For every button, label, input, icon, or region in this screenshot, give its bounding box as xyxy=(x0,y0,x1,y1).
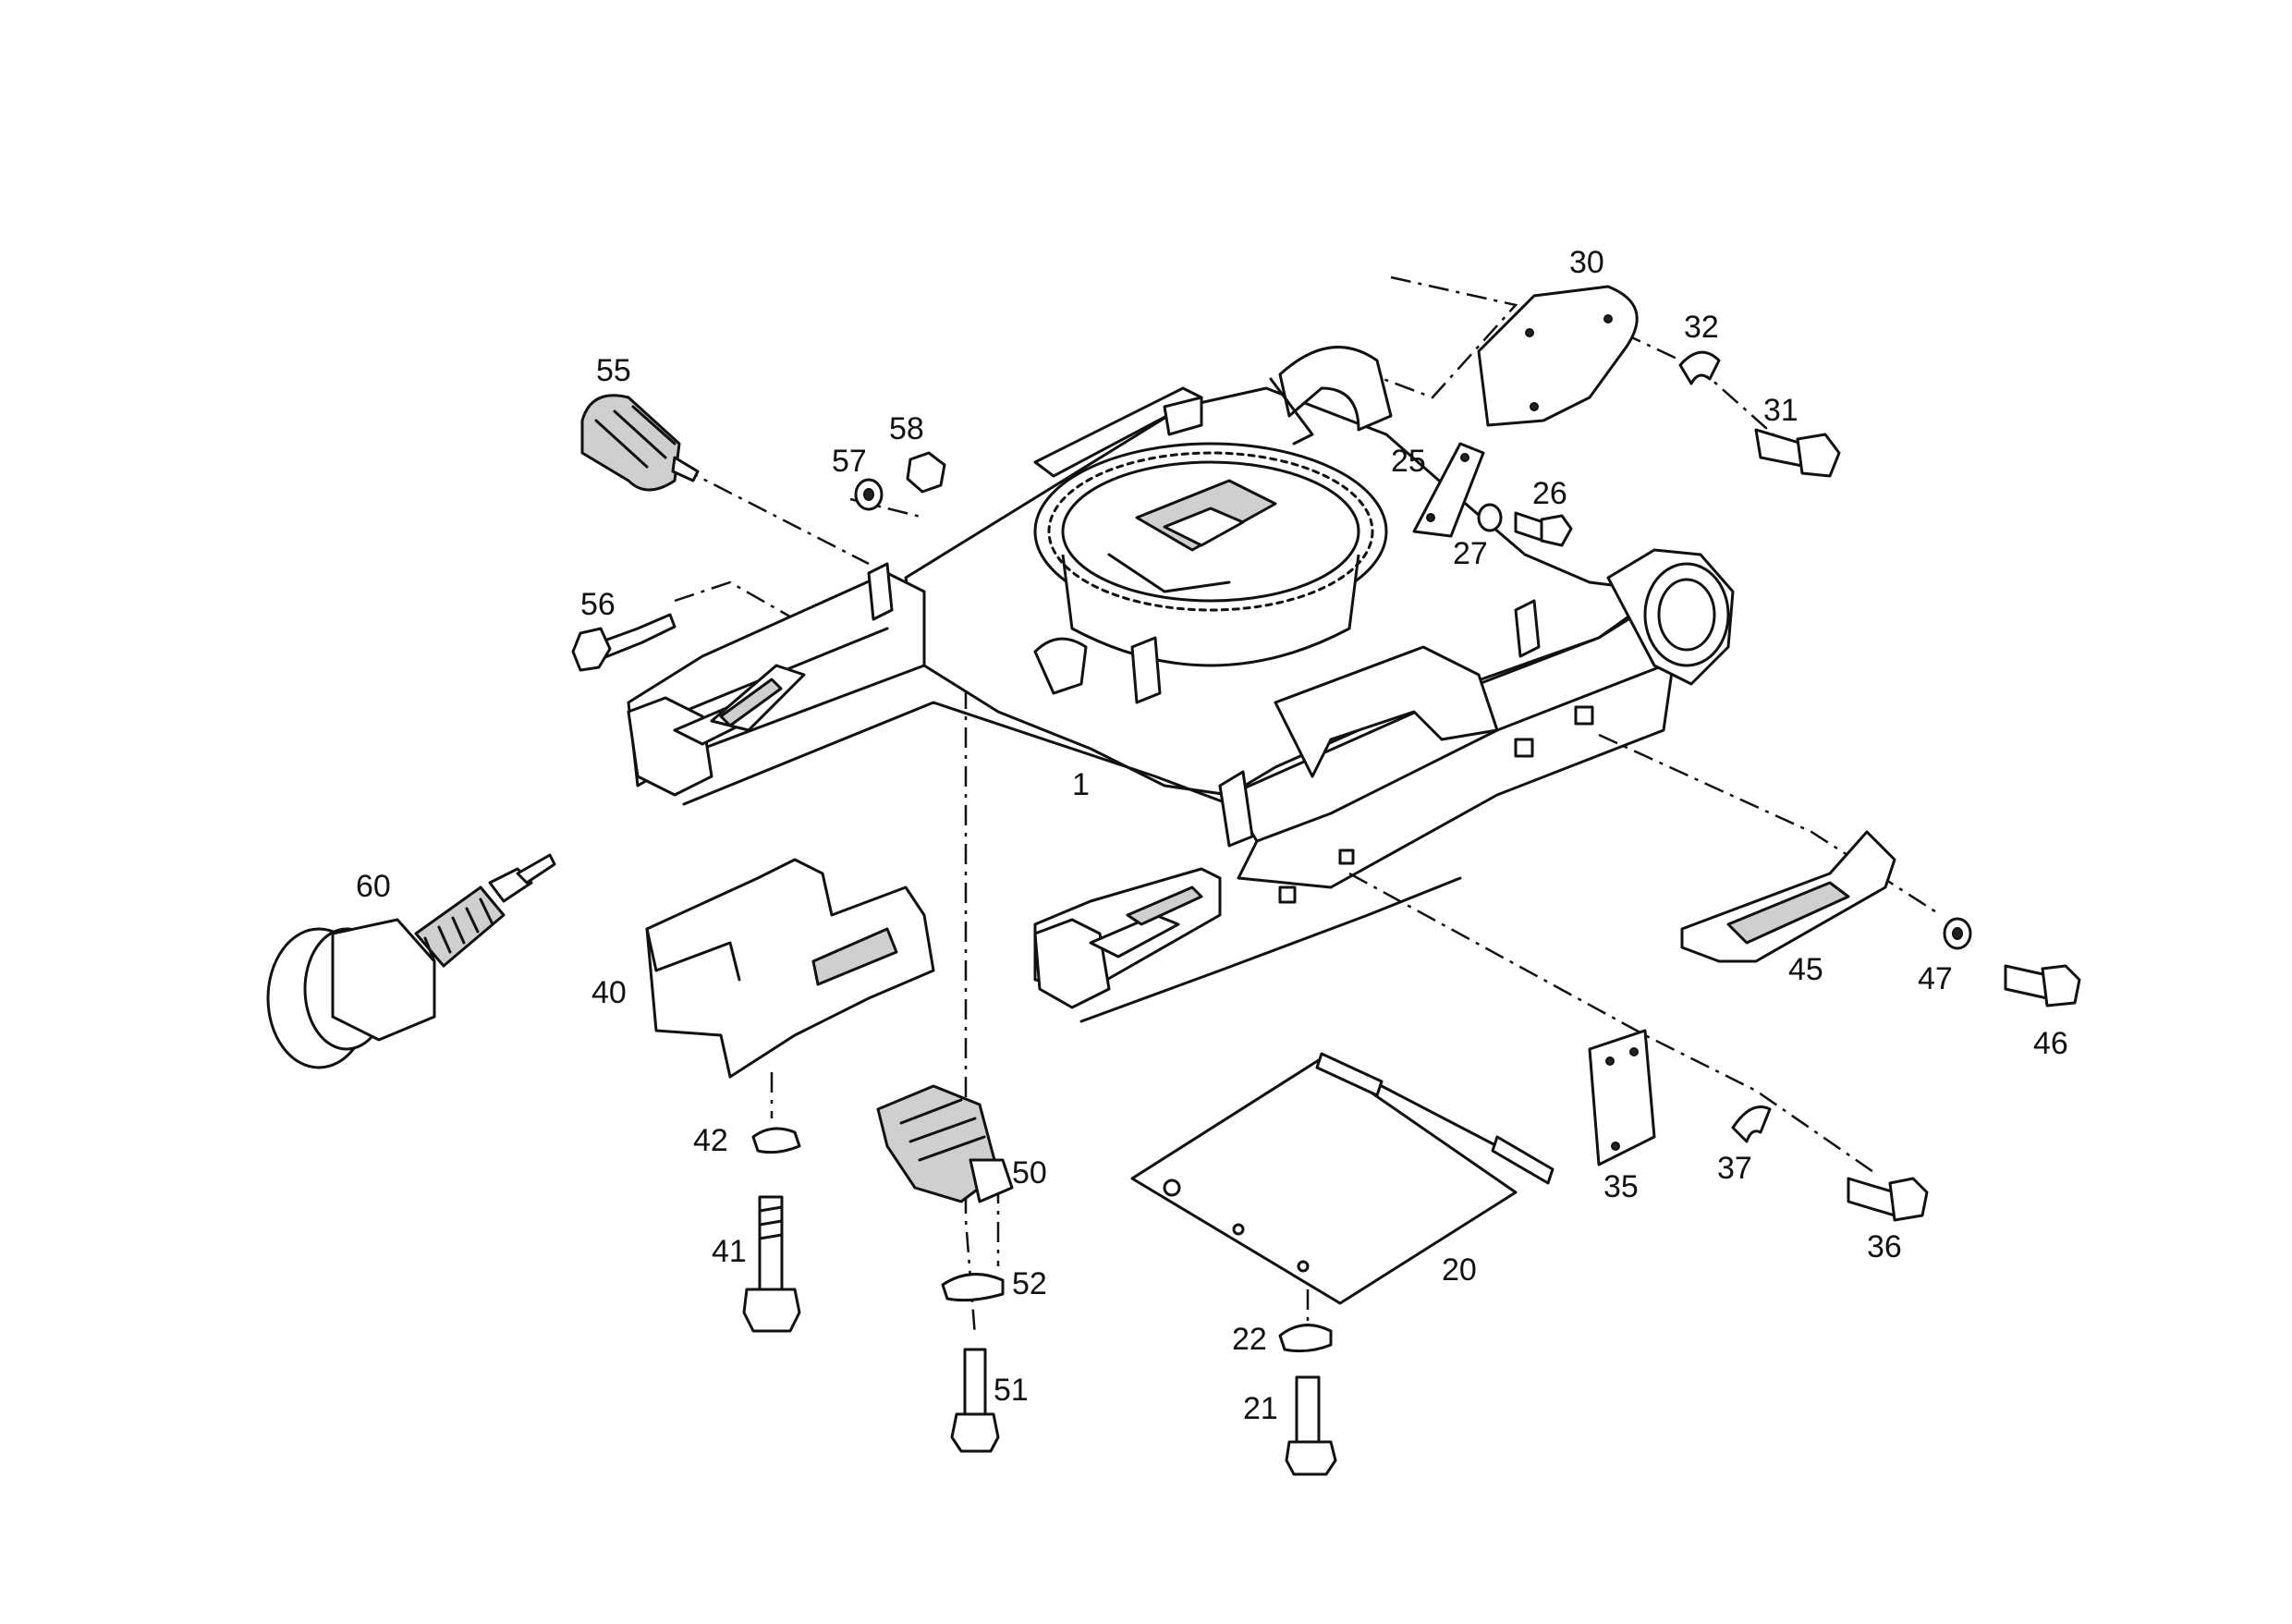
callout-58: 58 xyxy=(889,411,924,446)
callout-52: 52 xyxy=(1012,1266,1047,1301)
callout-37: 37 xyxy=(1717,1151,1752,1186)
lock-washer-37 xyxy=(1731,1105,1772,1143)
lock-washer-52 xyxy=(941,1273,1005,1302)
carrier-roller-50 xyxy=(876,1084,1014,1203)
callout-57: 57 xyxy=(832,444,867,479)
callout-26: 26 xyxy=(1532,476,1567,511)
callout-32: 32 xyxy=(1684,310,1719,345)
track-guide-40 xyxy=(645,858,935,1079)
bottom-plate-20 xyxy=(1130,1052,1554,1305)
track-guard-45 xyxy=(1680,830,1896,963)
washer-27 xyxy=(1477,503,1503,532)
lock-washer-22 xyxy=(1278,1324,1333,1353)
callout-25: 25 xyxy=(1391,444,1426,479)
callout-36: 36 xyxy=(1867,1229,1902,1264)
bellows-boot-55 xyxy=(580,394,700,492)
callout-35: 35 xyxy=(1603,1169,1639,1204)
bracket-plate-25 xyxy=(1412,442,1485,538)
bolt-56 xyxy=(571,613,677,672)
bolt-46 xyxy=(2004,964,2081,1007)
callout-1: 1 xyxy=(1072,767,1090,802)
callout-60: 60 xyxy=(356,869,391,904)
callout-31: 31 xyxy=(1763,393,1798,428)
bolt-51 xyxy=(950,1348,1000,1453)
callout-50: 50 xyxy=(1012,1155,1047,1191)
washer-47 xyxy=(1943,917,1972,950)
callout-47: 47 xyxy=(1918,961,1953,996)
callout-41: 41 xyxy=(712,1234,747,1269)
callout-51: 51 xyxy=(994,1373,1029,1408)
bolt-31 xyxy=(1754,428,1841,478)
callout-30: 30 xyxy=(1569,245,1604,280)
cover-plate-30 xyxy=(1477,285,1639,427)
nut-58 xyxy=(906,451,946,494)
callout-45: 45 xyxy=(1788,952,1823,987)
bolt-36 xyxy=(1847,1177,1929,1222)
callout-labels: 1 20 21 22 25 26 27 30 31 32 35 36 37 40… xyxy=(356,245,2068,1426)
undercarriage-frame xyxy=(627,346,1735,1023)
callout-56: 56 xyxy=(580,587,616,622)
lock-washer-32 xyxy=(1678,350,1721,385)
callout-20: 20 xyxy=(1442,1252,1477,1288)
callout-42: 42 xyxy=(693,1123,728,1158)
callout-22: 22 xyxy=(1232,1322,1267,1357)
callout-21: 21 xyxy=(1243,1391,1278,1426)
bolt-41 xyxy=(742,1195,801,1333)
callout-55: 55 xyxy=(596,353,631,388)
lock-washer-42 xyxy=(751,1127,801,1154)
callout-27: 27 xyxy=(1453,536,1488,571)
bolt-26 xyxy=(1514,511,1573,547)
small-cover-35 xyxy=(1588,1029,1656,1166)
bolt-21 xyxy=(1285,1375,1337,1476)
idler-tensioner-60 xyxy=(266,853,556,1069)
callout-40: 40 xyxy=(591,975,627,1010)
washer-57 xyxy=(854,478,884,511)
callout-46: 46 xyxy=(2033,1026,2068,1061)
